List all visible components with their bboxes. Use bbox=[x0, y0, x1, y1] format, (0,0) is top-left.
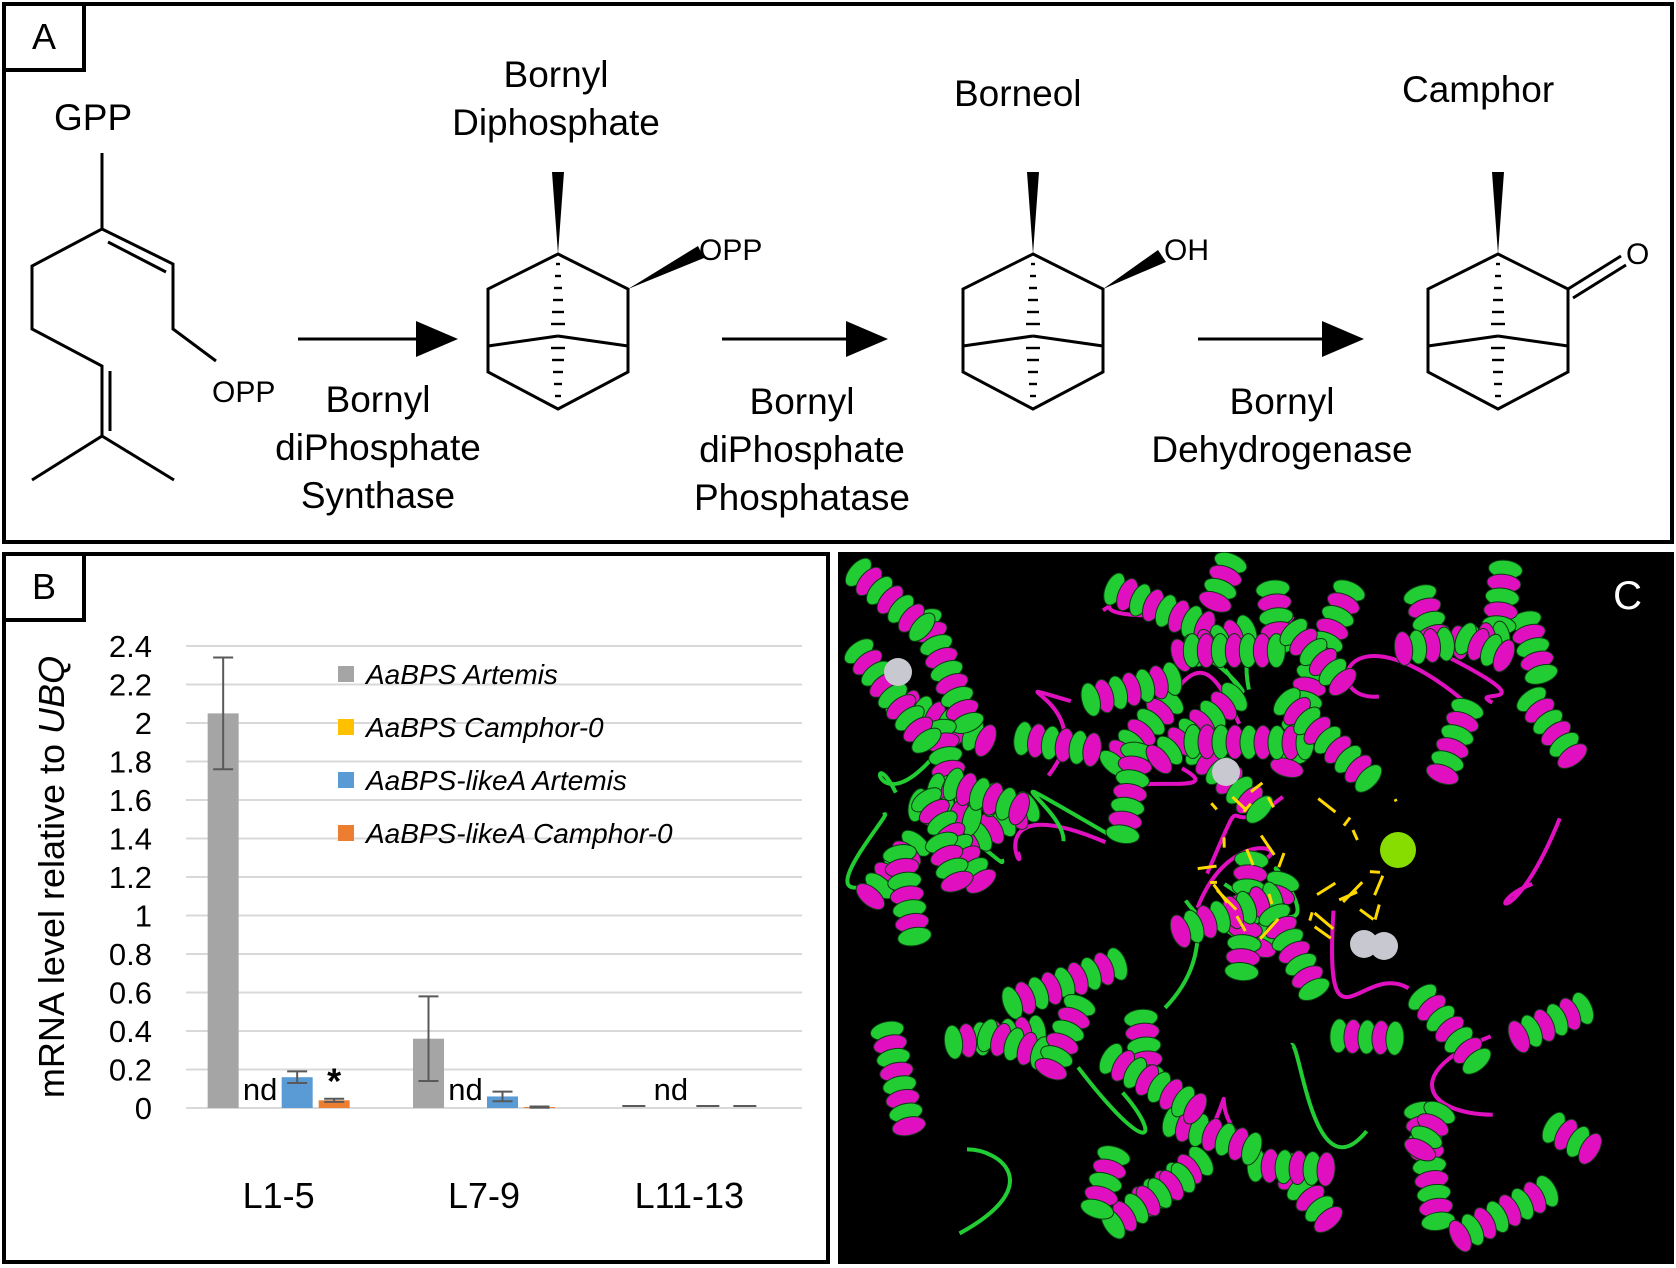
enzyme-synthase-label: Bornyl diPhosphate Synthase bbox=[238, 376, 518, 520]
enzyme-dehydrogenase-label: Bornyl Dehydrogenase bbox=[1122, 378, 1442, 474]
ligand-bond bbox=[1360, 910, 1373, 920]
ligand-bond bbox=[1310, 912, 1312, 920]
metal-ion bbox=[1370, 932, 1398, 960]
magnesium-ion bbox=[1380, 832, 1416, 868]
ligand-bond bbox=[1395, 799, 1396, 801]
helix bbox=[1504, 989, 1598, 1056]
y-tick-label: 0.2 bbox=[109, 1053, 152, 1088]
oh-label: OH bbox=[1164, 234, 1209, 268]
opp-ring-label: OPP bbox=[699, 234, 762, 268]
legend-entry: AaBPS-likeA Camphor-0 bbox=[364, 818, 673, 849]
bornyl-diphosphate-label: Bornyl Diphosphate bbox=[416, 51, 696, 147]
expression-bar-chart: 00.2 0.40.6 0.81 1.21.4 1.61.8 22.2 2.4 mRNA le… bbox=[6, 556, 834, 1268]
legend-entry: AaBPS Artemis bbox=[364, 659, 558, 690]
y-tick-label: 0.6 bbox=[109, 976, 152, 1011]
legend-swatch bbox=[338, 825, 354, 841]
borneol-structure bbox=[963, 254, 1103, 409]
loop-segment bbox=[960, 1149, 1010, 1233]
hashed-bridges bbox=[551, 264, 1505, 396]
legend-entry: AaBPS Camphor-0 bbox=[364, 712, 604, 743]
o-label: O bbox=[1626, 238, 1649, 272]
nd-label: nd bbox=[654, 1072, 688, 1107]
x-category-label: L1-5 bbox=[243, 1175, 315, 1216]
helix bbox=[1404, 979, 1496, 1079]
ligand-bond bbox=[1261, 835, 1274, 854]
ligand-bond bbox=[1370, 872, 1380, 873]
ligand-bond bbox=[1317, 883, 1335, 894]
enzyme-phosphatase-label: Bornyl diPhosphate Phosphatase bbox=[662, 378, 942, 522]
ligand-bond bbox=[1343, 882, 1362, 902]
ligand-bond bbox=[1318, 799, 1335, 813]
helix bbox=[1329, 1018, 1404, 1055]
panel-c-letter: C bbox=[1613, 574, 1642, 619]
ligand-bond bbox=[1375, 876, 1383, 895]
helix bbox=[1537, 1108, 1606, 1167]
x-category-label: L7-9 bbox=[448, 1175, 520, 1216]
ligand-bond bbox=[1375, 905, 1379, 920]
loop-segment bbox=[1291, 1045, 1366, 1148]
y-tick-label: 0.8 bbox=[109, 937, 152, 972]
y-tick-label: 2.4 bbox=[109, 629, 152, 664]
loop-segment bbox=[1033, 792, 1107, 841]
panel-c-protein-structure: C bbox=[838, 552, 1674, 1264]
ligand-bond bbox=[1344, 817, 1350, 825]
camphor-label: Camphor bbox=[1402, 66, 1554, 114]
ligand-bond bbox=[1279, 853, 1284, 867]
nd-label: nd bbox=[448, 1072, 482, 1107]
legend-swatch bbox=[338, 719, 354, 735]
y-tick-label: 1 bbox=[135, 899, 152, 934]
helix bbox=[840, 554, 939, 646]
camphor-structure bbox=[1428, 254, 1626, 409]
metal-ion bbox=[884, 658, 912, 686]
helix bbox=[1512, 682, 1591, 773]
gpp-structure bbox=[32, 153, 216, 480]
y-tick-label: 2.2 bbox=[109, 668, 152, 703]
legend-swatch bbox=[338, 772, 354, 788]
y-tick-label: 0.4 bbox=[109, 1014, 152, 1049]
y-tick-label: 1.2 bbox=[109, 860, 152, 895]
legend-entry: AaBPS-likeA Artemis bbox=[364, 765, 627, 796]
ligand-bond bbox=[1353, 830, 1357, 840]
bar bbox=[208, 713, 239, 1108]
y-tick-label: 1.6 bbox=[109, 783, 152, 818]
ligand-bond bbox=[1315, 927, 1331, 939]
helix bbox=[869, 1018, 928, 1139]
y-tick-label: 1.8 bbox=[109, 745, 152, 780]
helix bbox=[1196, 552, 1250, 616]
ligand-bond bbox=[1315, 913, 1334, 929]
protein-ribbon-overlay bbox=[838, 552, 1674, 1264]
x-category-label: L11-13 bbox=[635, 1175, 744, 1216]
helix bbox=[1183, 634, 1285, 668]
ligand-bond bbox=[1198, 866, 1217, 869]
legend-swatch bbox=[338, 666, 354, 682]
helix bbox=[1444, 1172, 1563, 1255]
gpp-label: GPP bbox=[54, 94, 132, 142]
panel-a-pathway: A bbox=[2, 2, 1674, 544]
y-axis-label: mRNA level relative to UBQ bbox=[31, 656, 72, 1098]
significance-star: * bbox=[327, 1060, 341, 1101]
metal-ion bbox=[1212, 758, 1240, 786]
loop-segment bbox=[1505, 818, 1559, 903]
borneol-label: Borneol bbox=[954, 70, 1082, 118]
helix bbox=[1423, 694, 1486, 788]
nd-label: nd bbox=[243, 1072, 277, 1107]
y-tick-label: 0 bbox=[135, 1091, 152, 1126]
y-tick-label: 2 bbox=[135, 706, 152, 741]
ligand-bond bbox=[1211, 803, 1216, 809]
y-tick-label: 1.4 bbox=[109, 822, 152, 857]
